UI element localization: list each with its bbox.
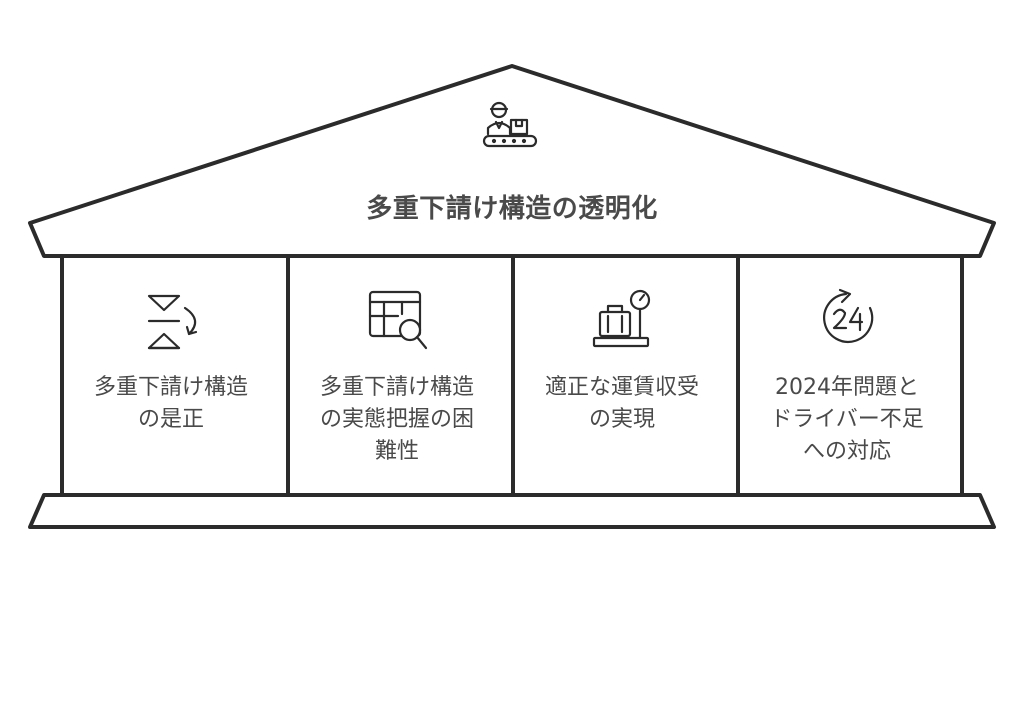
roof-title: 多重下請け構造の透明化 bbox=[366, 194, 658, 224]
pillar-label-3: 適正な運賃収受 の実現 bbox=[544, 375, 699, 432]
pillar-4 bbox=[736, 254, 964, 497]
pillar-label-4: 2024年問題と ドライバー不足 への対応 bbox=[770, 375, 924, 464]
roof-shape bbox=[28, 64, 996, 258]
base-slab bbox=[28, 493, 996, 529]
pillar-label-2: 多重下請け構造 の実態把握の困 難性 bbox=[319, 375, 474, 464]
table-search-icon bbox=[368, 290, 428, 350]
luggage-scale-icon bbox=[592, 288, 652, 348]
hourglass-cycle-icon bbox=[145, 290, 205, 350]
pillar-3 bbox=[511, 254, 740, 497]
24-hour-cycle-icon bbox=[820, 288, 880, 348]
worker-conveyor-icon bbox=[480, 98, 540, 158]
pillar-label-1: 多重下請け構造 の是正 bbox=[93, 375, 248, 432]
